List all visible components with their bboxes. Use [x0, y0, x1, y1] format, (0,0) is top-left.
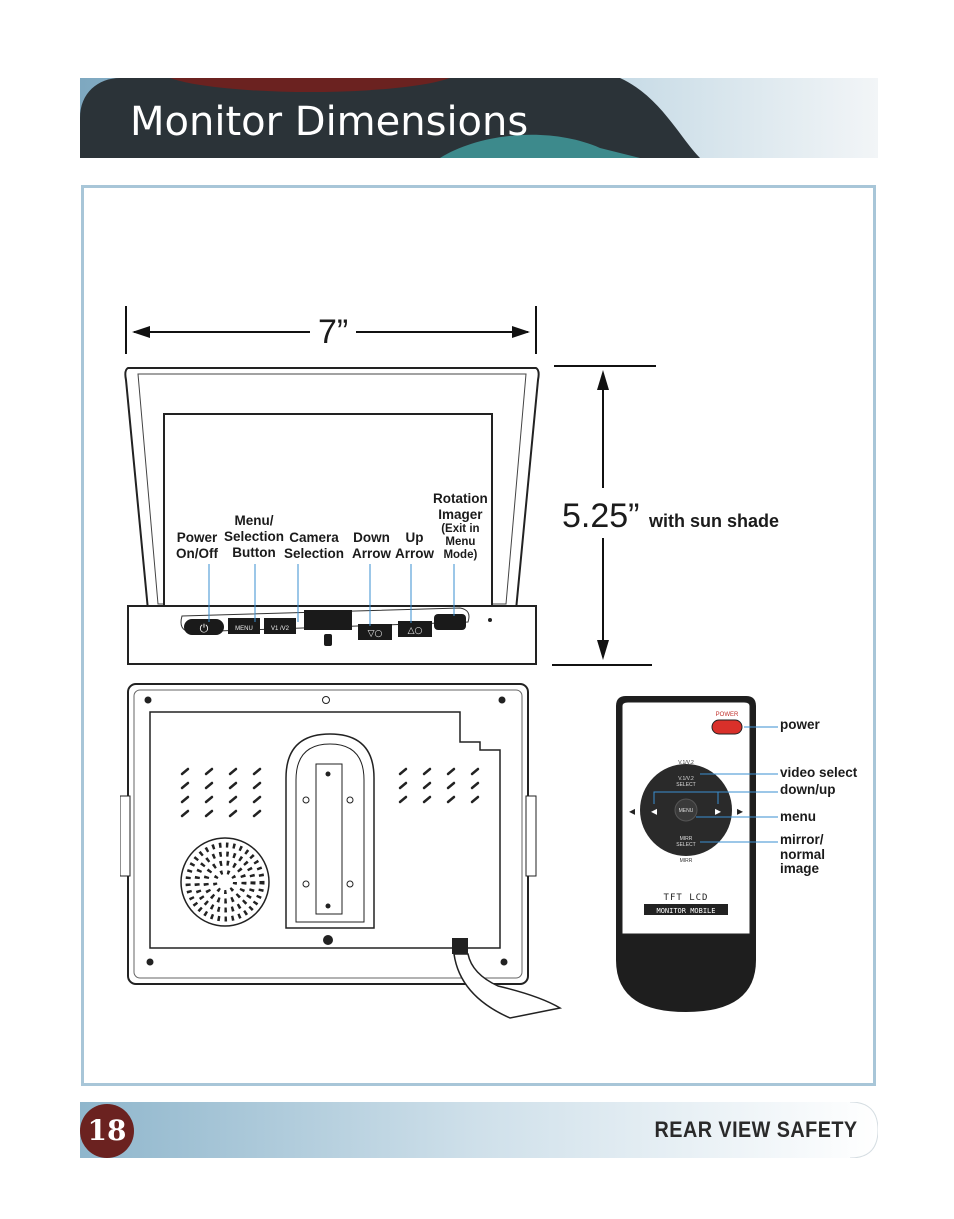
screw-icon — [498, 696, 506, 704]
svg-text:POWER: POWER — [716, 712, 739, 718]
svg-text:▸: ▸ — [737, 804, 743, 818]
footer-banner — [80, 1102, 878, 1158]
rotation-button-icon — [434, 614, 466, 630]
remote-label-power: power — [780, 717, 820, 732]
vent-slots-left — [180, 767, 262, 818]
svg-text:MENU: MENU — [679, 808, 694, 814]
header-banner — [80, 78, 878, 158]
menu-button-icon — [228, 618, 260, 634]
screw-icon — [322, 696, 330, 704]
svg-text:◂: ◂ — [629, 804, 635, 818]
svg-text:V.1/V.2: V.1/V.2 — [678, 760, 694, 766]
screw-icon — [146, 958, 154, 966]
svg-text:MIRR: MIRR — [680, 858, 693, 864]
height-dimension-note: with sun shade — [648, 511, 779, 531]
svg-text:V1 /V2: V1 /V2 — [271, 626, 290, 632]
cable — [453, 953, 563, 1019]
screw-icon — [500, 958, 508, 966]
page-number: 18 — [80, 1104, 134, 1158]
svg-text:▽○: ▽○ — [368, 629, 383, 639]
mount-bracket — [285, 733, 375, 929]
screw-icon — [323, 935, 333, 945]
width-dimension-label: 7” — [318, 313, 349, 351]
cable-connector — [452, 938, 468, 954]
height-dimension-label: 5.25” with sun shade — [562, 496, 779, 541]
monitor-front-illustration: ⏻ MENU V1 /V2 ▽○ △○ — [124, 367, 540, 665]
remote-right-arrow-icon: ▸ — [715, 804, 721, 818]
remote-power-button — [711, 719, 743, 735]
up-button-icon — [398, 621, 432, 637]
svg-text:⏻: ⏻ — [200, 622, 209, 635]
ir-receiver-icon — [324, 634, 332, 646]
svg-text:MONITOR MOBILE: MONITOR MOBILE — [656, 907, 715, 915]
svg-text:V.1/V.2: V.1/V.2 — [678, 776, 694, 782]
remote-label-video-select: video select — [780, 765, 858, 780]
remote-control-illustration: POWER V.1/V.2 V.1/V.2 SELECT MENU ◂ ▸ ◂ … — [616, 696, 778, 1012]
svg-text:SELECT: SELECT — [676, 782, 695, 788]
remote-label-down-up: down/up — [780, 782, 836, 797]
camera-button-icon — [264, 618, 296, 634]
svg-text:△○: △○ — [408, 626, 423, 636]
height-dimension-value: 5.25” — [562, 497, 640, 535]
ir-sensor-window — [304, 610, 352, 630]
content-frame — [81, 185, 876, 1086]
speaker-grille — [180, 837, 270, 927]
remote-menu-button — [674, 798, 698, 822]
indicator-light — [488, 618, 492, 622]
svg-text:MENU: MENU — [235, 626, 253, 632]
vent-slots-right — [398, 767, 480, 804]
width-dimension-arrow — [125, 306, 537, 354]
svg-text:MIRR: MIRR — [680, 836, 693, 842]
monitor-back-illustration — [120, 683, 563, 1019]
footer-brand: REAR VIEW SAFETY — [654, 1117, 858, 1142]
height-dimension-arrow — [552, 365, 656, 666]
svg-text:SELECT: SELECT — [676, 842, 695, 848]
remote-label-menu: menu — [780, 809, 817, 824]
svg-text:TFT LCD: TFT LCD — [664, 893, 709, 903]
power-button-icon — [184, 619, 224, 635]
page-title: Monitor Dimensions — [130, 99, 529, 145]
remote-left-arrow-icon: ◂ — [651, 804, 657, 818]
down-button-icon — [358, 624, 392, 640]
screw-icon — [144, 696, 152, 704]
